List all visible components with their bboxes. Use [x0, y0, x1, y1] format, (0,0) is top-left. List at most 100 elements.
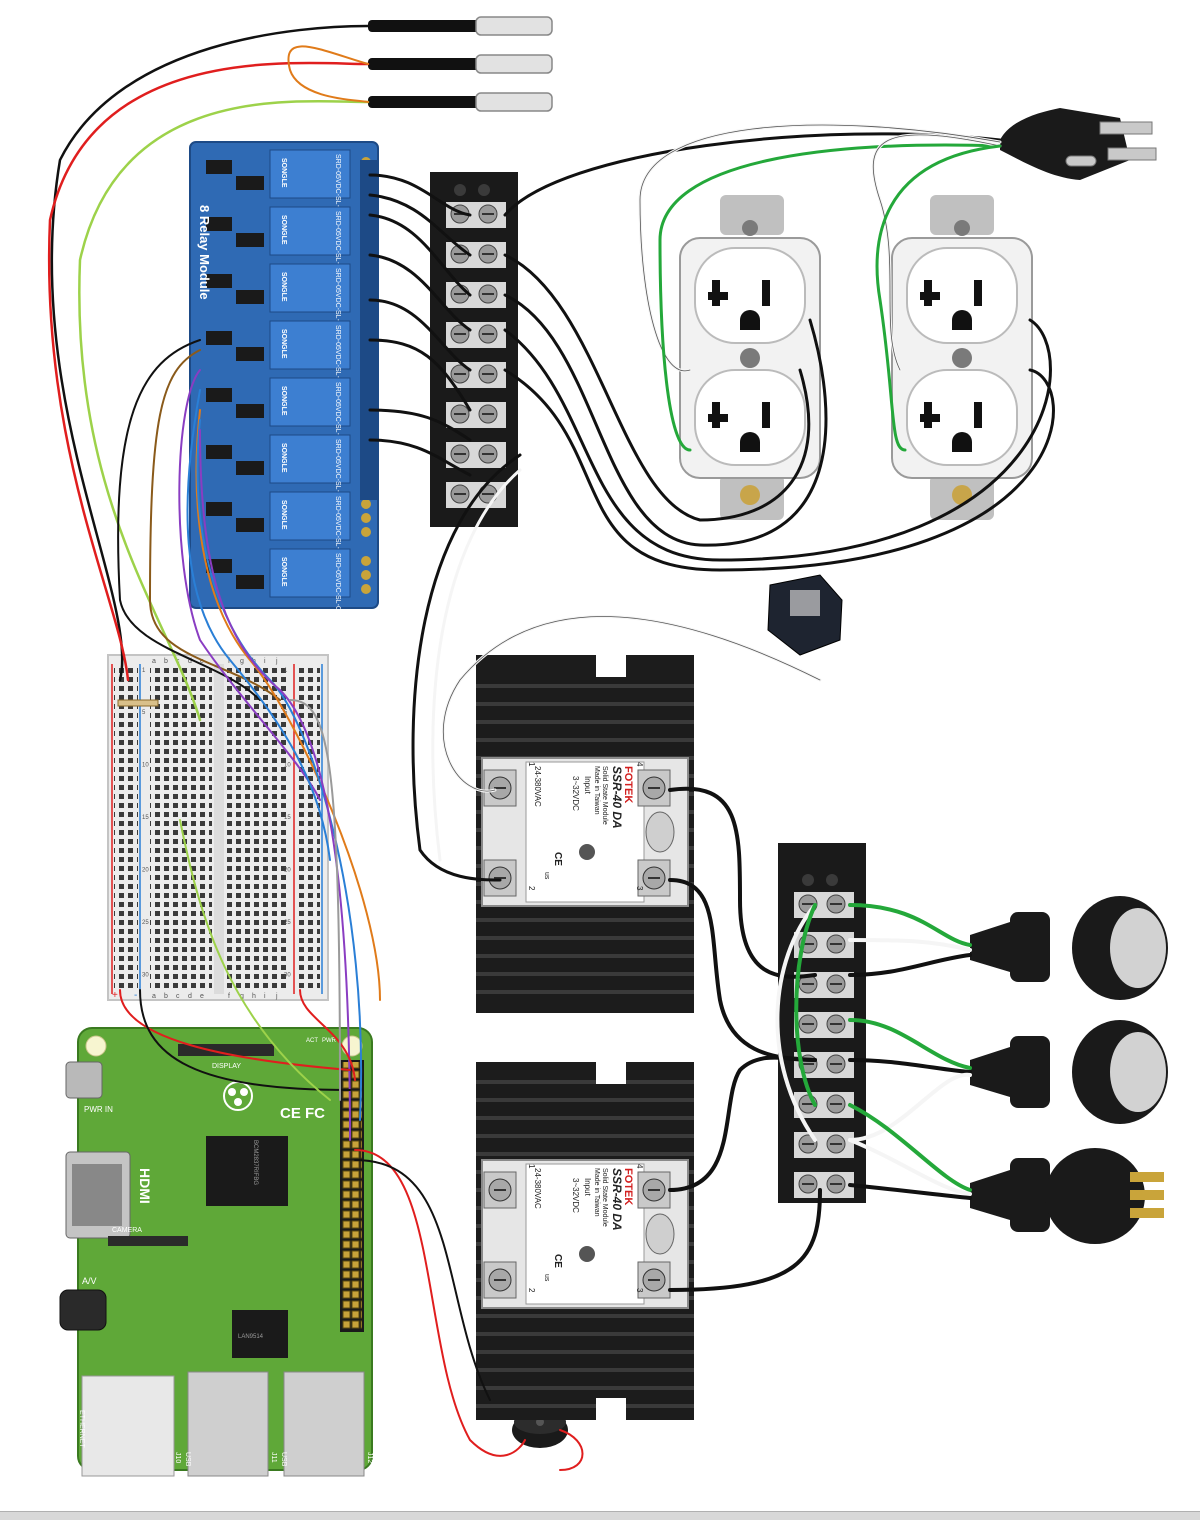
- breadboard-column-label: b: [164, 658, 168, 665]
- ssr-ce-mark: CE: [552, 852, 563, 866]
- breadboard-row-label: 30: [142, 973, 149, 979]
- terminal-list: [794, 874, 854, 1198]
- terminal-screw: [794, 1012, 854, 1038]
- breadboard-column-label: a: [152, 658, 156, 665]
- wires: [47, 24, 1055, 1471]
- ssr-ce-mark: CE: [552, 1254, 563, 1268]
- outlet-left: [679, 195, 821, 520]
- terminal-block-1: [430, 172, 518, 527]
- breadboard-column-label: a: [152, 993, 156, 1000]
- relay-part-label: SRD-05VDC-SL-C: [334, 154, 341, 212]
- breadboard-column-label: e: [200, 658, 204, 665]
- ssr-subtitle: Solid State Module: [601, 1168, 608, 1227]
- breadboard-row-label: 15: [284, 815, 291, 821]
- relay-brand-label: SONGLE: [280, 557, 287, 587]
- breadboard-column-label: i: [264, 993, 266, 1000]
- power-plug: [1000, 108, 1157, 180]
- relay-list: SRD-05VDC-SL-C SONGLE SRD-05VDC-SL-C SONGLE…: [206, 149, 371, 611]
- temperature-sensor: [368, 54, 553, 74]
- relay: SRD-05VDC-SL-C SONGLE: [206, 491, 371, 554]
- terminal-screw: [446, 282, 506, 308]
- act-label: ACT: [306, 1038, 318, 1044]
- terminal-screw: [794, 1172, 854, 1198]
- breadboard-column-label: c: [176, 993, 180, 1000]
- relay-brand-label: SONGLE: [280, 158, 287, 188]
- ethernet-label: ETHERNET: [78, 1410, 85, 1448]
- twist-lock-plug: [970, 1148, 1164, 1244]
- breadboard-row-label: 1: [142, 668, 146, 674]
- j11-label: J11: [270, 1452, 277, 1463]
- ssr-us-mark: us: [543, 1274, 550, 1282]
- ssr-input-range: 3~32VDC: [571, 1178, 580, 1213]
- breadboard-row-label: 1: [284, 668, 288, 674]
- temperature-sensor: [368, 16, 553, 36]
- breadboard-row-label: 25: [284, 920, 291, 926]
- breadboard-column-label: i: [264, 658, 266, 665]
- terminal-screw: [446, 362, 506, 388]
- breadboard-row-label: 5: [142, 710, 146, 716]
- ssr-made-in: Made in Taiwan: [593, 766, 600, 815]
- terminal-screw: [446, 202, 506, 228]
- terminal-screw: [446, 442, 506, 468]
- ssr-terminal-2: 2: [527, 1288, 536, 1293]
- terminal-screw: [446, 402, 506, 428]
- relay-part-label: SRD-05VDC-SL-C: [334, 382, 341, 440]
- relay-brand-label: SONGLE: [280, 329, 287, 359]
- ssr-input-range: 3~32VDC: [571, 776, 580, 811]
- rail-minus-label: -: [134, 990, 137, 1001]
- terminal-block-2: [778, 843, 866, 1203]
- cert-mark: CE FC: [280, 1105, 325, 1122]
- terminal-screw: [794, 972, 854, 998]
- soc-label: BCM2837RIFBG: [252, 1140, 258, 1185]
- breadboard-column-label: e: [200, 993, 204, 1000]
- breadboard-column-label: b: [164, 993, 168, 1000]
- relay-brand-label: SONGLE: [280, 215, 287, 245]
- ssr-output-range: 24-380VAC: [533, 766, 542, 807]
- breadboard-row-label: 20: [142, 868, 149, 874]
- breadboard-row-label: 10: [142, 763, 149, 769]
- breadboard-column-label: g: [240, 658, 244, 665]
- relay-part-label: SRD-05VDC-SL-C: [334, 268, 341, 326]
- breadboard-row-label: 25: [142, 920, 149, 926]
- terminal-screw: [446, 242, 506, 268]
- breadboard-column-label: j: [275, 993, 278, 1000]
- breadboard-column-label: f: [228, 658, 230, 665]
- ssr-model: SSR-40 DA: [610, 1168, 624, 1231]
- breadboard-column-label: g: [240, 993, 244, 1000]
- relay-brand-label: SONGLE: [280, 500, 287, 530]
- ssr-made-in: Made in Taiwan: [593, 1168, 600, 1217]
- j12-label: J12: [366, 1452, 373, 1463]
- breadboard-column-label: j: [275, 658, 278, 665]
- breadboard-row-label: 30: [284, 973, 291, 979]
- ssr-brand: FOTEK: [622, 766, 634, 803]
- terminal-screw: [794, 892, 854, 918]
- ssr-terminal-1: 1: [527, 1164, 536, 1169]
- temperature-sensor: [368, 92, 553, 112]
- rail-plus-label: +: [112, 990, 118, 1001]
- twist-lock-receptacle-2: [970, 1020, 1168, 1124]
- relay-part-label: SRD-05VDC-SL-C: [334, 211, 341, 269]
- ssr-terminal-3: 3: [635, 1288, 644, 1293]
- outlet-right: [891, 195, 1033, 520]
- pwr-in-label: PWR IN: [84, 1105, 113, 1114]
- breadboard-column-label: d: [188, 658, 192, 665]
- j10-label: J10: [174, 1452, 181, 1463]
- relay-brand-label: SONGLE: [280, 272, 287, 302]
- twist-lock-receptacle-1: [970, 896, 1168, 1000]
- ssr-output-range: 24-380VAC: [533, 1168, 542, 1209]
- bottom-bar: [0, 1511, 1200, 1520]
- relay-part-label: SRD-05VDC-SL-C: [334, 325, 341, 383]
- breadboard-row-label: 10: [284, 763, 291, 769]
- breadboard-row-label: 15: [142, 815, 149, 821]
- display-label: DISPLAY: [212, 1063, 241, 1070]
- relay-part-label: SRD-05VDC-SL-C: [334, 496, 341, 554]
- breadboard-column-label: h: [252, 993, 256, 1000]
- relay-part-label: SRD-05VDC-SL-C: [334, 553, 341, 611]
- terminal-screw: [446, 322, 506, 348]
- usb-label-2: USB: [280, 1452, 287, 1467]
